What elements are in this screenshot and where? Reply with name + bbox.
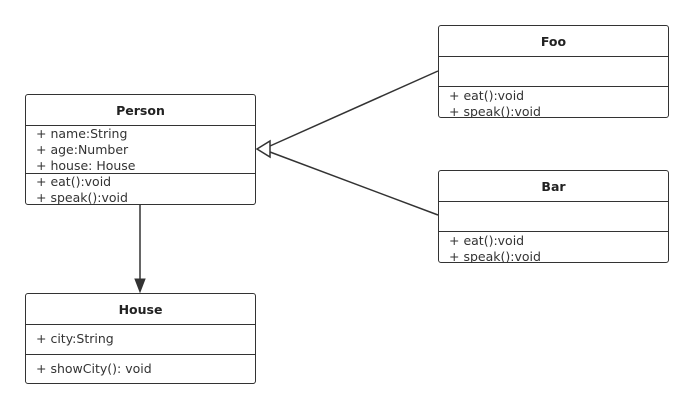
attribute-row[interactable]: + city:String bbox=[36, 331, 114, 346]
class-bar-operations: + eat():void + speak():void bbox=[439, 232, 668, 262]
class-foo-attributes[interactable] bbox=[439, 57, 668, 87]
class-house-attributes: + city:String bbox=[26, 325, 255, 355]
class-house[interactable]: House + city:String + showCity(): void bbox=[25, 293, 256, 384]
attribute-row[interactable]: + house: House bbox=[36, 158, 136, 173]
operation-row[interactable]: + speak():void bbox=[36, 190, 128, 205]
class-person-attributes: + name:String + age:Number + house: Hous… bbox=[26, 126, 255, 174]
class-person-name: Person bbox=[26, 95, 255, 126]
operation-row[interactable]: + speak():void bbox=[449, 249, 541, 263]
operation-row[interactable]: + eat():void bbox=[449, 88, 525, 103]
class-house-operations: + showCity(): void bbox=[26, 355, 255, 383]
class-house-name: House bbox=[26, 294, 255, 325]
class-foo[interactable]: Foo + eat():void + speak():void bbox=[438, 25, 669, 118]
attribute-row[interactable]: + age:Number bbox=[36, 142, 129, 157]
operation-row[interactable]: + eat():void bbox=[449, 233, 525, 248]
generalization-arrowhead-icon bbox=[255, 139, 271, 159]
class-bar[interactable]: Bar + eat():void + speak():void bbox=[438, 170, 669, 263]
class-foo-operations: + eat():void + speak():void bbox=[439, 87, 668, 117]
class-bar-name: Bar bbox=[439, 171, 668, 202]
operation-row[interactable]: + eat():void bbox=[36, 174, 112, 189]
class-bar-attributes[interactable] bbox=[439, 202, 668, 232]
class-person[interactable]: Person + name:String + age:Number + hous… bbox=[25, 94, 256, 205]
operation-row[interactable]: + speak():void bbox=[449, 104, 541, 118]
generalization-bar-person[interactable] bbox=[269, 151, 439, 216]
class-person-operations: + eat():void + speak():void bbox=[26, 174, 255, 204]
class-foo-name: Foo bbox=[439, 26, 668, 57]
operation-row[interactable]: + showCity(): void bbox=[36, 361, 152, 376]
attribute-row[interactable]: + name:String bbox=[36, 126, 128, 141]
generalization-foo-person[interactable] bbox=[269, 70, 439, 147]
association-arrowhead-icon bbox=[134, 278, 146, 294]
